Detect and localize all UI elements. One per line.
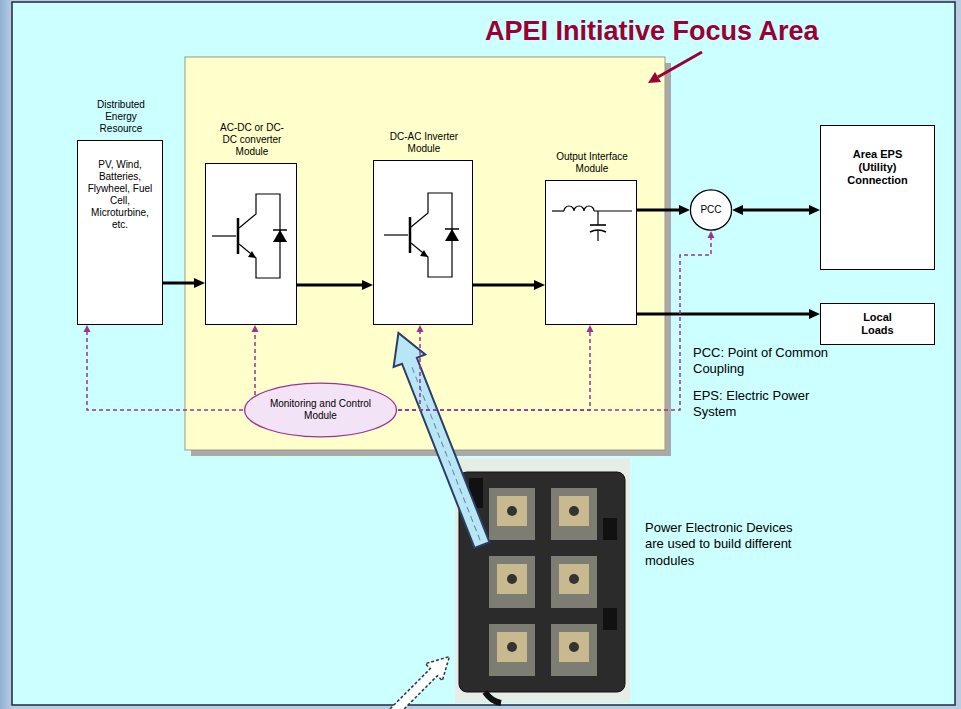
region-title: APEI Initiative Focus Area	[485, 15, 819, 47]
lc-filter-symbol	[546, 191, 638, 251]
arrow-head	[252, 325, 259, 332]
bolt-hole	[507, 642, 517, 652]
arrow-head	[534, 280, 545, 290]
note-label: EPS: Electric Power System	[693, 388, 845, 421]
control-pins	[603, 608, 617, 630]
ellipse-label: Monitoring and Control Module	[265, 398, 377, 422]
bolt-hole	[507, 574, 517, 584]
power-flow-arrow	[637, 309, 820, 319]
circle-label: PCC	[700, 204, 721, 216]
connector-line	[87, 332, 243, 410]
connector-line	[163, 282, 194, 285]
resource-box: Distributed Energy ResourcePV, Wind, Bat…	[77, 140, 163, 325]
arrow-stripe	[411, 364, 481, 541]
outline-arrow	[382, 648, 458, 709]
connector-line	[473, 284, 534, 287]
control-signal-arrow	[398, 325, 424, 410]
circle-shape	[690, 190, 731, 230]
arrow-head	[708, 231, 715, 238]
pointer-line	[658, 52, 702, 77]
control-signal-arrow	[252, 325, 259, 395]
igbt-symbol	[374, 185, 474, 285]
power-flow-arrow	[473, 280, 545, 290]
focus-region: APEI Initiative Focus AreaAC-DC or DC-DC…	[185, 57, 665, 450]
arrow-head	[587, 325, 594, 332]
pointer-head	[648, 72, 661, 83]
slide-panel	[12, 2, 955, 705]
box-heading: Output Interface Module	[552, 151, 632, 175]
bolt-hole	[569, 574, 579, 584]
arrow-head	[809, 309, 820, 319]
box-heading: AC-DC or DC-DC converter Module	[215, 122, 289, 158]
coupling-circle: PCC	[690, 189, 732, 231]
converter-module: AC-DC or DC-DC converter Module	[205, 163, 297, 325]
power-flow-arrow	[297, 280, 373, 290]
connector-line	[254, 332, 256, 395]
terminal-block	[489, 624, 535, 676]
box-heading: Distributed Energy Resource	[88, 99, 154, 135]
terminal-block	[489, 556, 535, 608]
arrow-head	[732, 205, 743, 215]
connector-line	[637, 313, 809, 316]
connector-line	[637, 209, 679, 212]
box-label: Local Loads	[848, 311, 908, 337]
outline-arrow-shape	[382, 648, 458, 709]
photo-ground	[455, 458, 630, 703]
title-pointer	[648, 52, 702, 83]
loads-box: Local Loads	[820, 303, 935, 345]
arrow-head	[84, 325, 91, 332]
bolt-hole	[569, 506, 579, 516]
arrow-head	[809, 205, 820, 215]
bolt-hole	[507, 506, 517, 516]
box-body: PV, Wind, Batteries, Flywheel, Fuel Cell…	[87, 159, 153, 231]
arrow-head	[679, 205, 690, 215]
inverter-module: DC-AC Inverter Module	[373, 160, 473, 325]
note-label: PCC: Point of Common Coupling	[693, 345, 845, 378]
terminal-pad	[497, 496, 527, 526]
terminal-pad	[497, 632, 527, 662]
connector-line	[297, 284, 362, 287]
arrow-head	[194, 278, 205, 288]
bolt-hole	[569, 642, 579, 652]
interface-module: Output Interface Module	[545, 180, 637, 325]
terminal-block	[551, 556, 597, 608]
control-pins	[603, 518, 617, 540]
power-flow-arrow	[163, 278, 205, 288]
terminal-block	[551, 624, 597, 676]
ellipse-shape	[245, 383, 397, 437]
terminal-pad	[559, 564, 589, 594]
module-cable	[485, 692, 501, 703]
module-housing	[459, 472, 625, 692]
callout-arrow	[383, 327, 498, 552]
terminal-pad	[559, 496, 589, 526]
igbt-symbol	[206, 186, 298, 286]
connector-line	[398, 332, 420, 410]
utility-box: Area EPS (Utility) Connection	[820, 125, 935, 270]
connector-line	[743, 209, 809, 212]
connector-line	[398, 332, 590, 410]
power-flow-arrow	[637, 205, 690, 215]
control-signal-arrow	[84, 325, 244, 410]
box-label: Area EPS (Utility) Connection	[838, 148, 918, 188]
arrow-head	[362, 280, 373, 290]
power-flow-arrow	[732, 205, 820, 215]
box-heading: DC-AC Inverter Module	[384, 131, 464, 155]
terminals	[489, 488, 597, 676]
terminal-pad	[559, 632, 589, 662]
terminal-pad	[497, 564, 527, 594]
igbt-module-photo	[455, 458, 630, 703]
note-label: Power Electronic Devices are used to bui…	[645, 520, 807, 569]
terminal-block	[551, 488, 597, 540]
arrow-head	[417, 325, 424, 332]
control-ellipse: Monitoring and Control Module	[243, 382, 398, 438]
terminal-block	[489, 488, 535, 540]
callout-arrow-shape	[383, 327, 498, 552]
control-signal-arrow	[398, 325, 594, 410]
